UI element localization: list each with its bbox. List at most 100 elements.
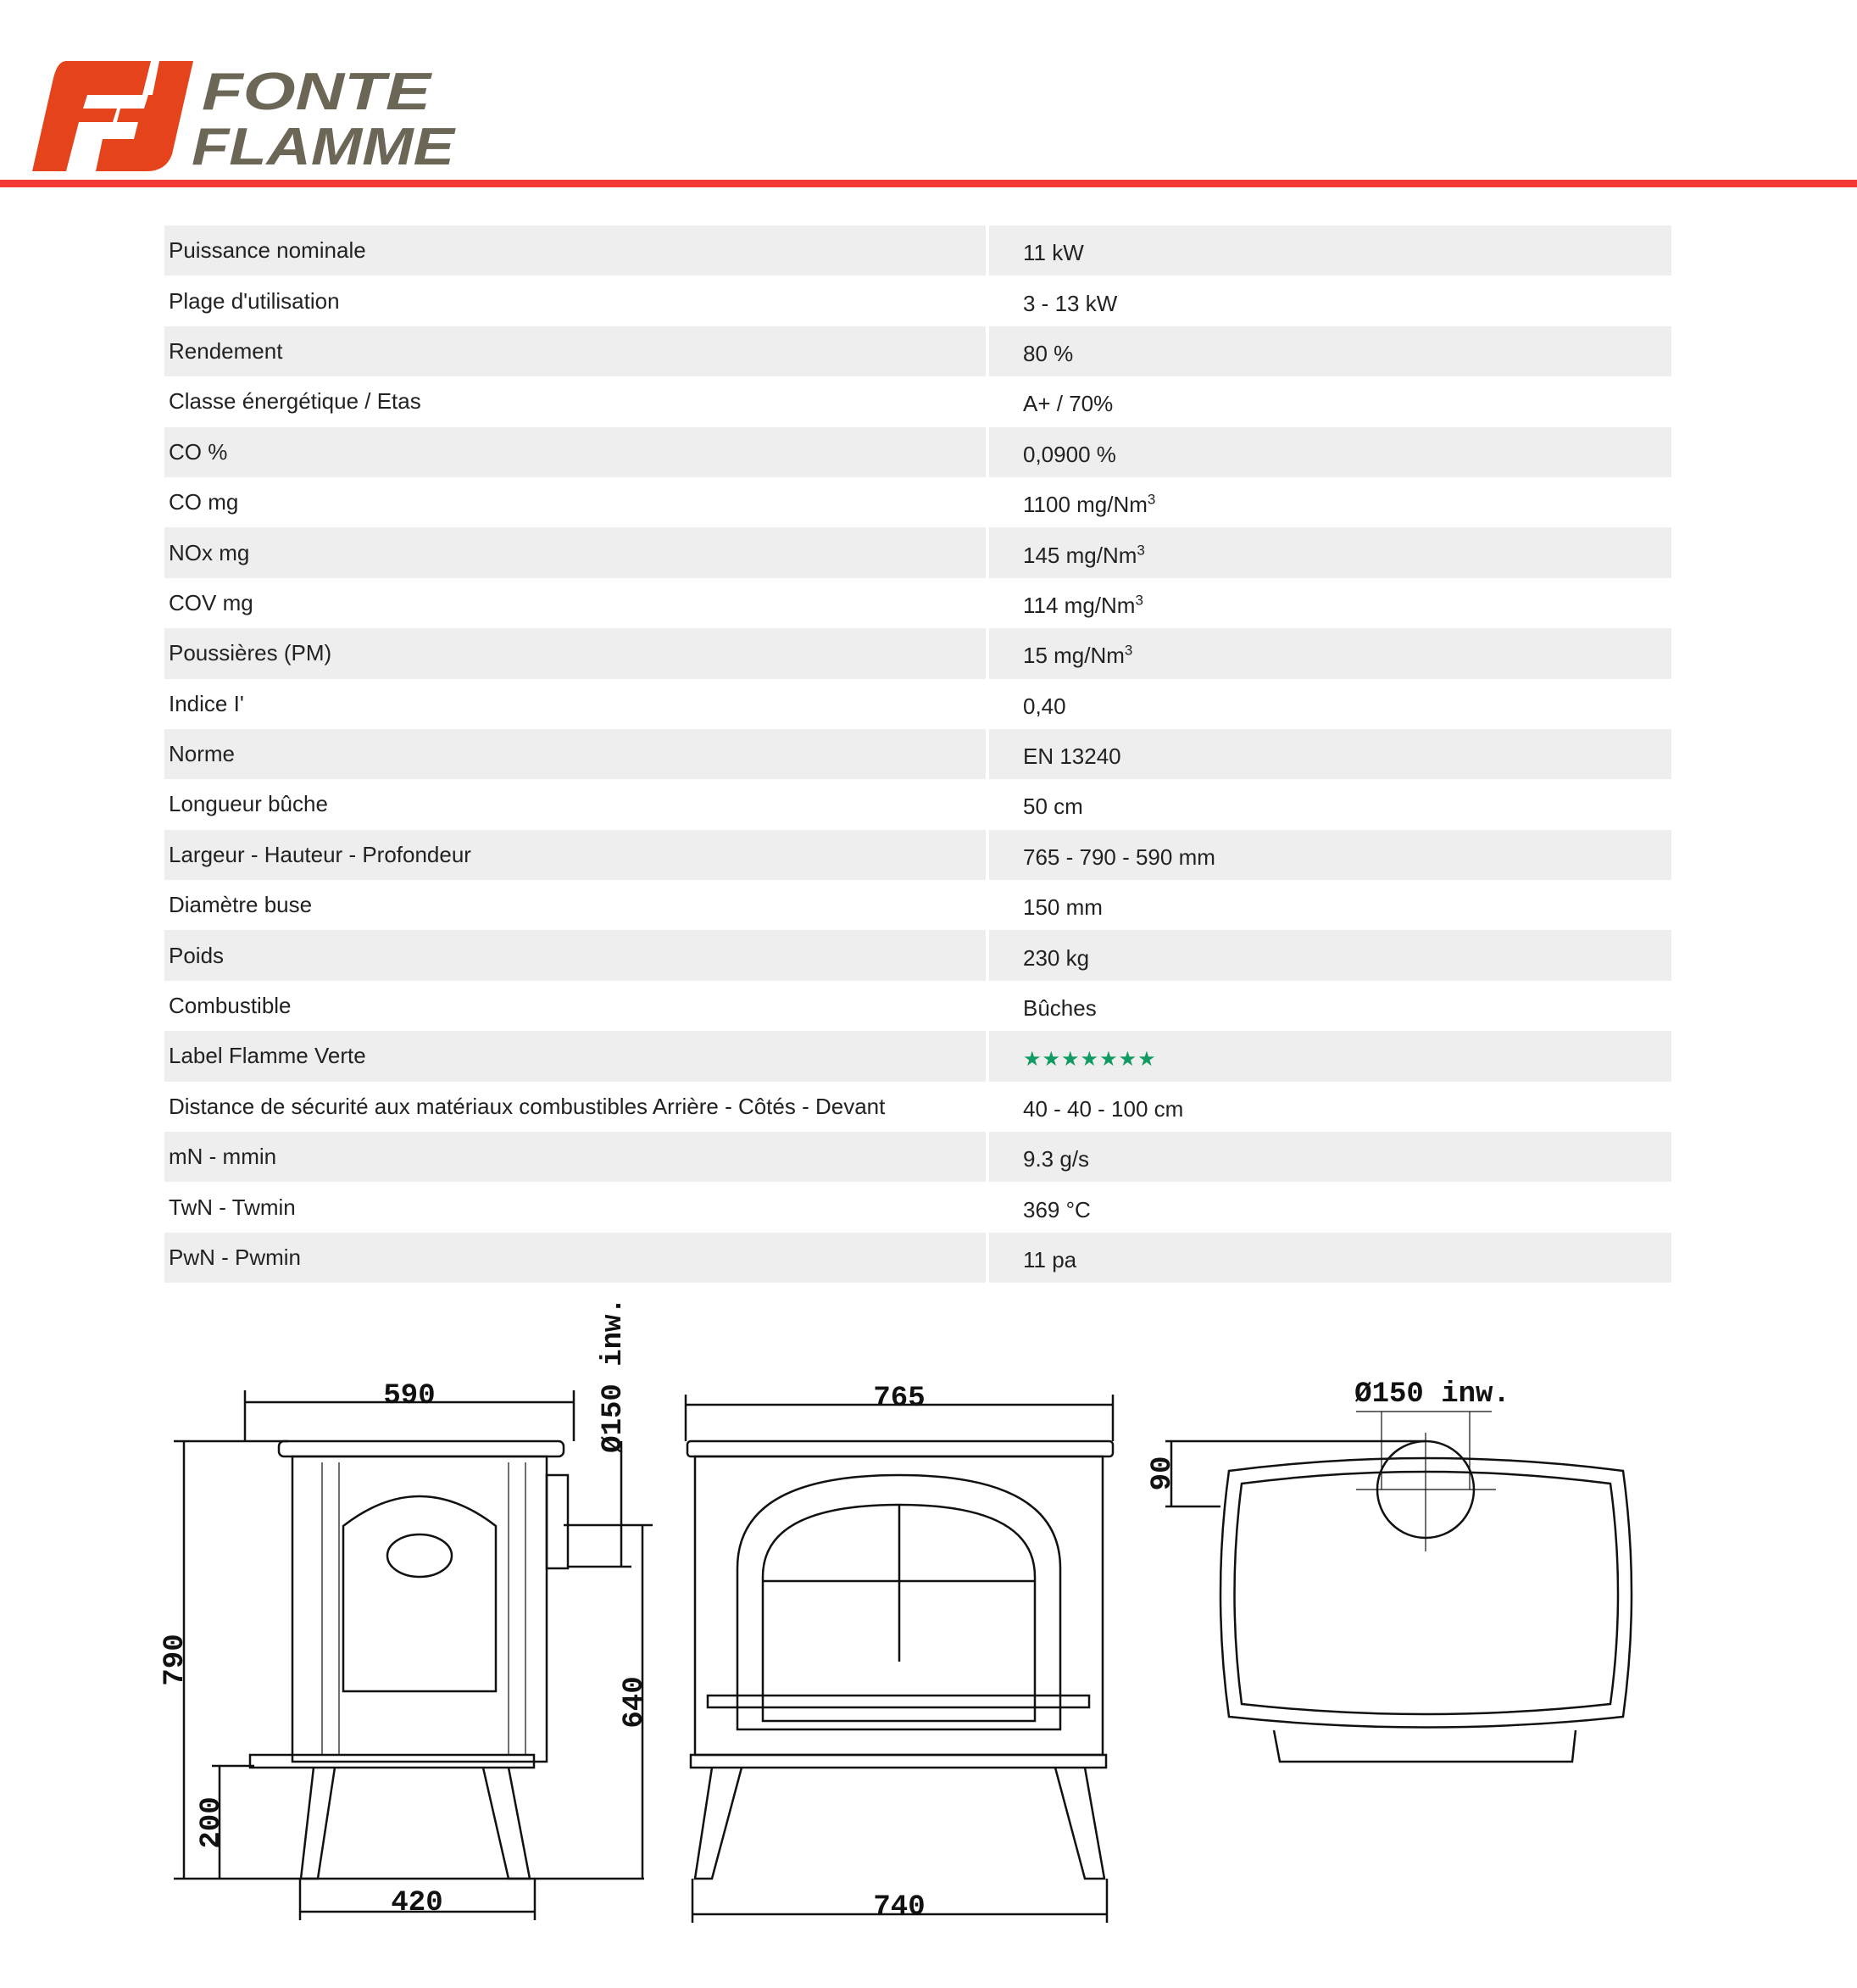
- spec-value-text: 40 - 40 - 100 cm: [1023, 1095, 1184, 1122]
- spec-value: 15 mg/Nm3: [989, 628, 1671, 679]
- dim-side-flue-height: 640: [619, 1676, 651, 1728]
- spec-label: Classe énergétique / Etas: [164, 376, 989, 427]
- spec-value: 11 kW: [989, 226, 1671, 276]
- spec-value: EN 13240: [989, 728, 1671, 780]
- spec-row: Puissance nominale 11 kW: [164, 226, 1671, 276]
- spec-value-text: Bûches: [1023, 995, 1097, 1022]
- dim-top-flue-offset: 90: [1147, 1456, 1179, 1491]
- spec-row: Distance de sécurité aux matériaux combu…: [164, 1081, 1671, 1133]
- unit-exponent: 3: [1135, 592, 1143, 609]
- unit-exponent: 3: [1124, 642, 1133, 659]
- spec-label: Poussières (PM): [164, 628, 989, 679]
- spec-row: Largeur - Hauteur - Profondeur 765 - 790 …: [164, 829, 1671, 881]
- spec-value: 230 kg: [989, 930, 1671, 981]
- spec-value: 40 - 40 - 100 cm: [989, 1082, 1671, 1132]
- spec-value: 0,0900 %: [989, 426, 1671, 477]
- spec-row: TwN - Twmin 369 °C: [164, 1182, 1671, 1233]
- spec-value-text: 150 mm: [1023, 894, 1103, 921]
- spec-label: Label Flamme Verte: [164, 1031, 989, 1082]
- front-view-drawing: [684, 1395, 1115, 1923]
- spec-label: Diamètre buse: [164, 880, 989, 931]
- spec-value-text: 0,40: [1023, 693, 1066, 719]
- spec-value: 1100 mg/Nm3: [989, 477, 1671, 527]
- spec-value-text: 3 - 13 kW: [1023, 290, 1118, 316]
- spec-label: Plage d'utilisation: [164, 276, 989, 326]
- dim-front-base-width: 740: [873, 1891, 925, 1924]
- unit-exponent: 3: [1147, 491, 1156, 508]
- specs-table: Puissance nominale 11 kW Plage d'utilisati…: [164, 226, 1671, 1284]
- spec-label: CO %: [164, 426, 989, 477]
- spec-value: 50 cm: [989, 779, 1671, 829]
- spec-value-text: 369 °C: [1023, 1196, 1091, 1222]
- spec-row: Label Flamme Verte ★★★★★★★: [164, 1031, 1671, 1082]
- dim-side-depth: 590: [383, 1380, 435, 1412]
- spec-value: ★★★★★★★: [989, 1031, 1671, 1082]
- spec-value: 0,40: [989, 679, 1671, 729]
- dim-side-base-depth: 420: [391, 1887, 442, 1919]
- spec-row: PwN - Pwmin 11 pa: [164, 1232, 1671, 1284]
- spec-label: mN - mmin: [164, 1132, 989, 1183]
- spec-row: mN - mmin 9.3 g/s: [164, 1132, 1671, 1183]
- spec-value: 9.3 g/s: [989, 1132, 1671, 1183]
- spec-label: Poids: [164, 930, 989, 981]
- spec-label: Puissance nominale: [164, 226, 989, 276]
- spec-label: PwN - Pwmin: [164, 1232, 989, 1284]
- spec-value-text: 0,0900 %: [1023, 441, 1116, 467]
- spec-value-text: 765 - 790 - 590 mm: [1023, 844, 1215, 870]
- spec-row: Combustible Bûches: [164, 980, 1671, 1032]
- flamme-verte-stars-icon: ★★★★★★★: [1023, 1048, 1157, 1072]
- dim-side-height: 790: [159, 1634, 192, 1685]
- spec-label: TwN - Twmin: [164, 1182, 989, 1233]
- dim-side-leg-height: 200: [196, 1796, 228, 1848]
- top-view-drawing: [1165, 1411, 1633, 1763]
- spec-value-text: 9.3 g/s: [1023, 1146, 1090, 1172]
- spec-value-text: 11 pa: [1023, 1247, 1077, 1272]
- spec-row: Plage d'utilisation 3 - 13 kW: [164, 276, 1671, 326]
- spec-row: Longueur bûche 50 cm: [164, 779, 1671, 830]
- svg-text:FLAMME: FLAMME: [192, 118, 456, 171]
- spec-label: Combustible: [164, 980, 989, 1032]
- spec-row: Poussières (PM)15 mg/Nm3: [164, 628, 1671, 679]
- spec-value: 145 mg/Nm3: [989, 527, 1671, 578]
- dim-side-flue: Ø150 inw.: [598, 1297, 630, 1453]
- spec-value: A+ / 70%: [989, 376, 1671, 426]
- spec-value-text: 80 %: [1023, 340, 1074, 366]
- dim-top-flue: Ø150 inw.: [1354, 1378, 1510, 1411]
- fonte-flamme-logo: FONTE FLAMME: [32, 61, 456, 171]
- spec-value: 369 °C: [989, 1182, 1671, 1232]
- spec-label: CO mg: [164, 476, 989, 528]
- spec-row: Indice I' 0,40: [164, 678, 1671, 729]
- spec-value-text: 145 mg/Nm: [1023, 542, 1137, 568]
- spec-row: Diamètre buse 150 mm: [164, 880, 1671, 931]
- spec-value-text: 114 mg/Nm: [1023, 592, 1136, 618]
- spec-row: CO % 0,0900 %: [164, 426, 1671, 477]
- spec-label: Distance de sécurité aux matériaux combu…: [164, 1081, 989, 1133]
- spec-value-text: 11 kW: [1023, 240, 1084, 266]
- spec-value-text: A+ / 70%: [1023, 391, 1114, 417]
- spec-value-text: 1100 mg/Nm: [1023, 492, 1148, 518]
- spec-label: Indice I': [164, 678, 989, 729]
- spec-label: Largeur - Hauteur - Profondeur: [164, 829, 989, 881]
- spec-value: 765 - 790 - 590 mm: [989, 829, 1671, 881]
- spec-value: 11 pa: [989, 1232, 1671, 1284]
- spec-value: Bûches: [989, 981, 1671, 1031]
- spec-value: 114 mg/Nm3: [989, 578, 1671, 628]
- spec-value: 80 %: [989, 326, 1671, 377]
- spec-value: 150 mm: [989, 880, 1671, 930]
- header-rule: [0, 180, 1857, 187]
- svg-text:FONTE: FONTE: [202, 63, 432, 121]
- unit-exponent: 3: [1137, 541, 1145, 558]
- spec-label: NOx mg: [164, 527, 989, 578]
- spec-label: Longueur bûche: [164, 779, 989, 830]
- spec-value: 3 - 13 kW: [989, 276, 1671, 326]
- spec-value-text: 50 cm: [1023, 794, 1083, 820]
- spec-value-text: EN 13240: [1023, 743, 1121, 770]
- dim-front-width: 765: [873, 1383, 925, 1415]
